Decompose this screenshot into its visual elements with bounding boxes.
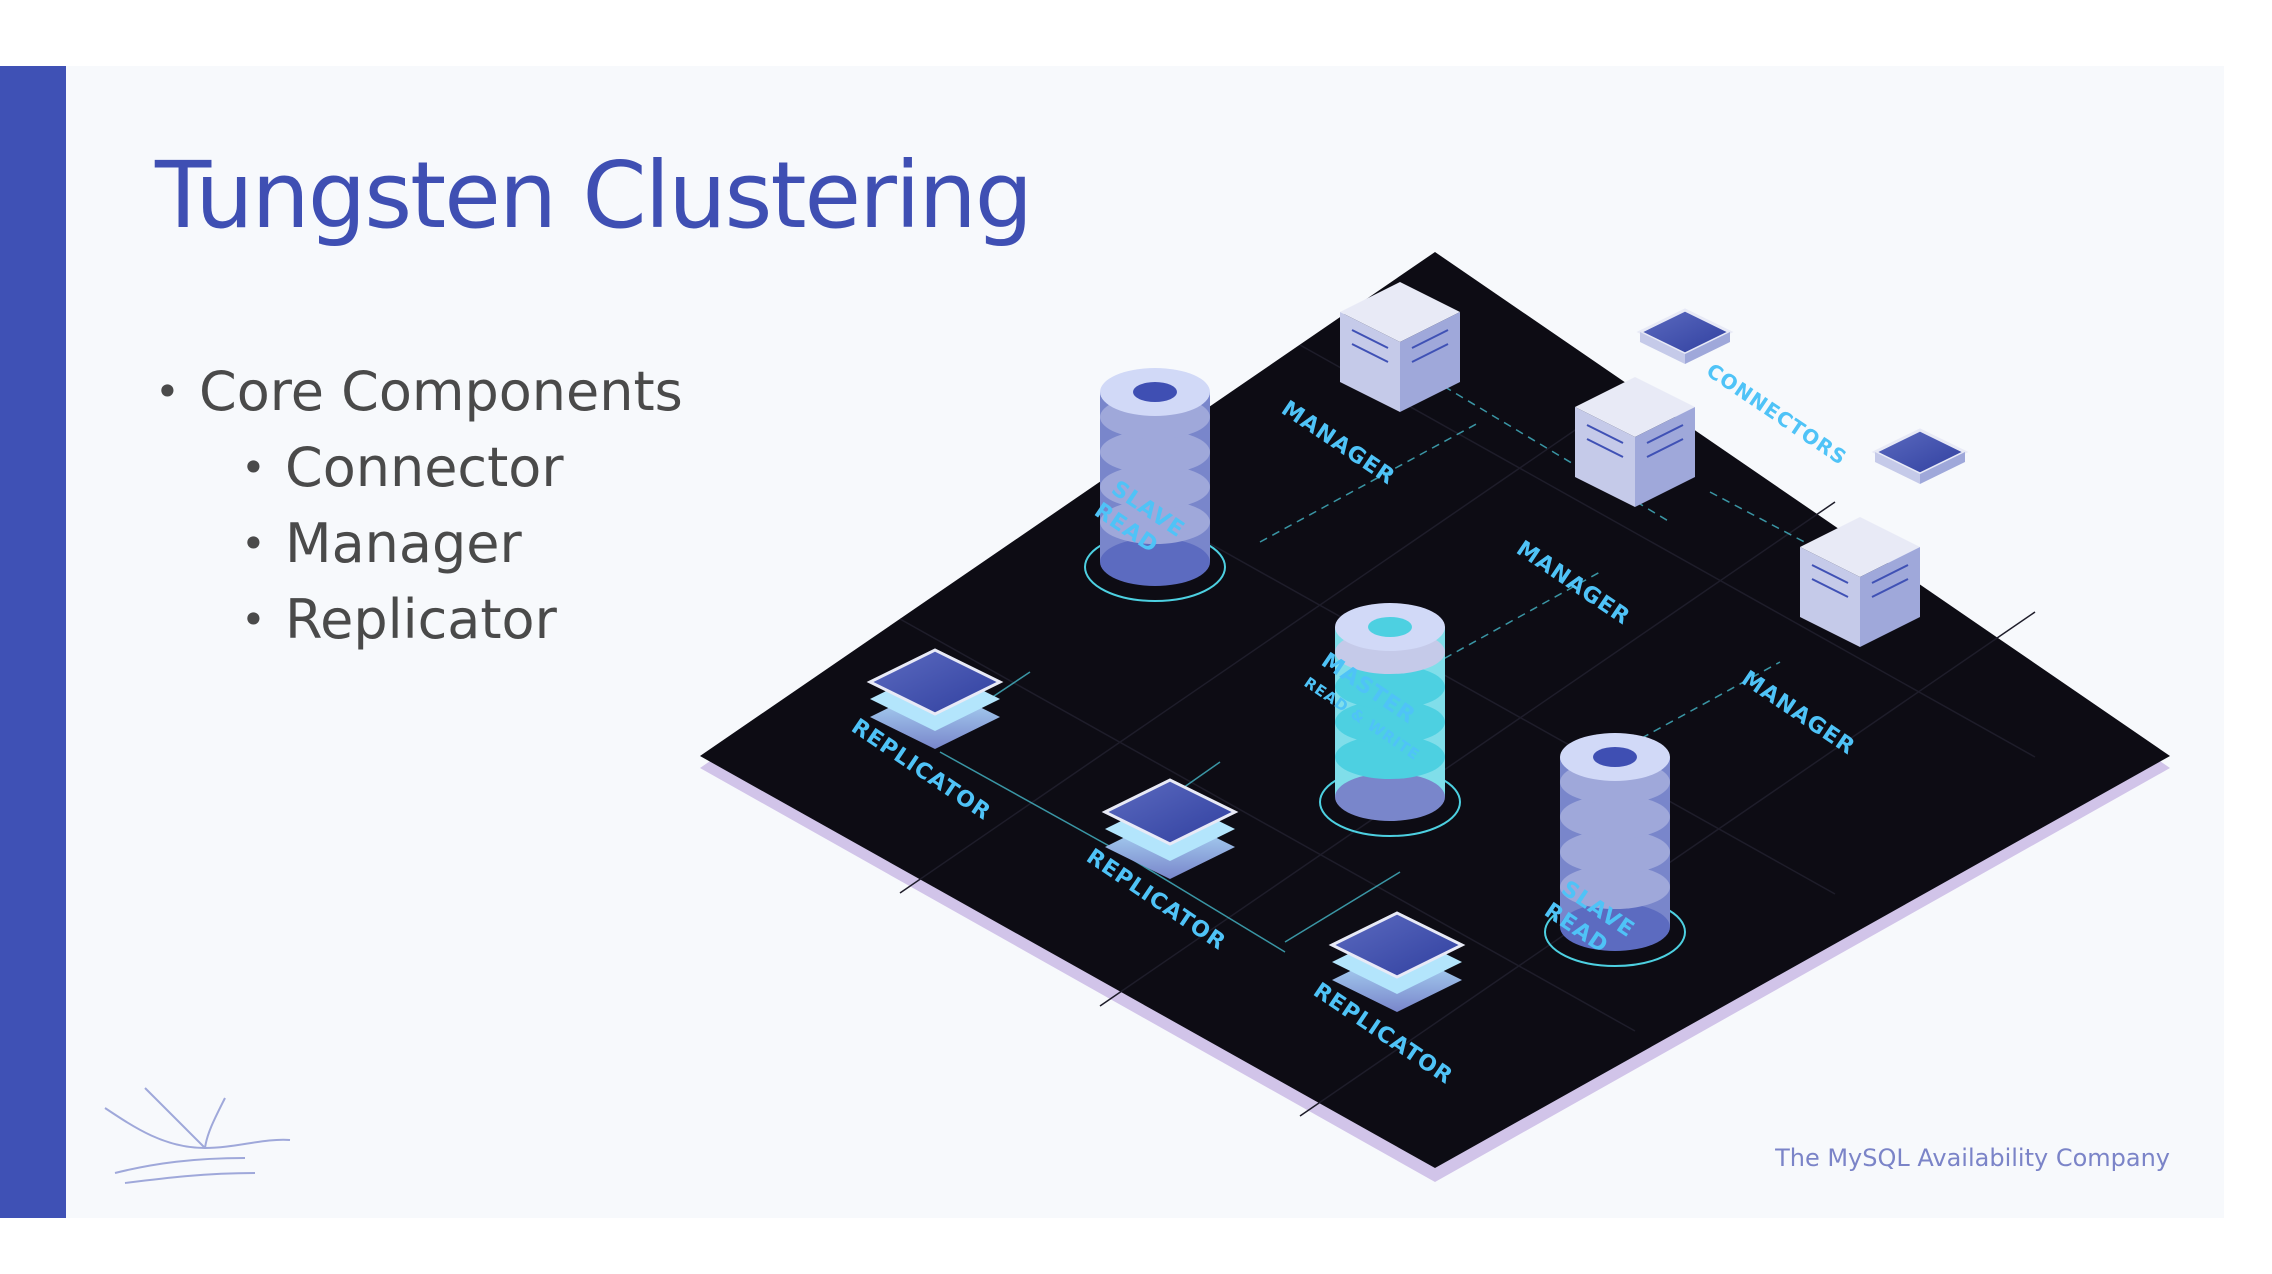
bullet-core-components: Core Components [155,354,683,430]
slide-title: Tungsten Clustering [155,142,1033,249]
accent-bar [0,66,66,1218]
replicator-chip-1 [866,648,1004,749]
manager-server-3 [1800,517,1920,647]
manager-server-1 [1340,282,1460,412]
replicator-chip-2 [1101,778,1239,879]
heron-logo-icon [104,1087,291,1184]
slide: Tungsten Clustering Core Components Conn… [0,66,2224,1218]
company-tagline: The MySQL Availability Company [1775,1144,2170,1172]
bullet-connector: Connector [241,430,683,506]
connector-chip-2 [1871,428,1969,484]
slave-database-2 [1544,733,1686,967]
bullet-manager: Manager [241,506,683,582]
cluster-diagram: MANAGER MANAGER MANAGER CONNECTORS SLAVE… [700,252,2170,1182]
master-database [1319,603,1461,837]
slave-database-1 [1084,368,1226,602]
bullet-list: Core Components Connector Manager Replic… [155,354,683,658]
manager-server-2 [1575,377,1695,507]
bullet-replicator: Replicator [241,582,683,658]
connector-chip-1 [1636,308,1734,364]
replicator-chip-3 [1328,911,1466,1012]
board-grid [899,344,2036,1117]
